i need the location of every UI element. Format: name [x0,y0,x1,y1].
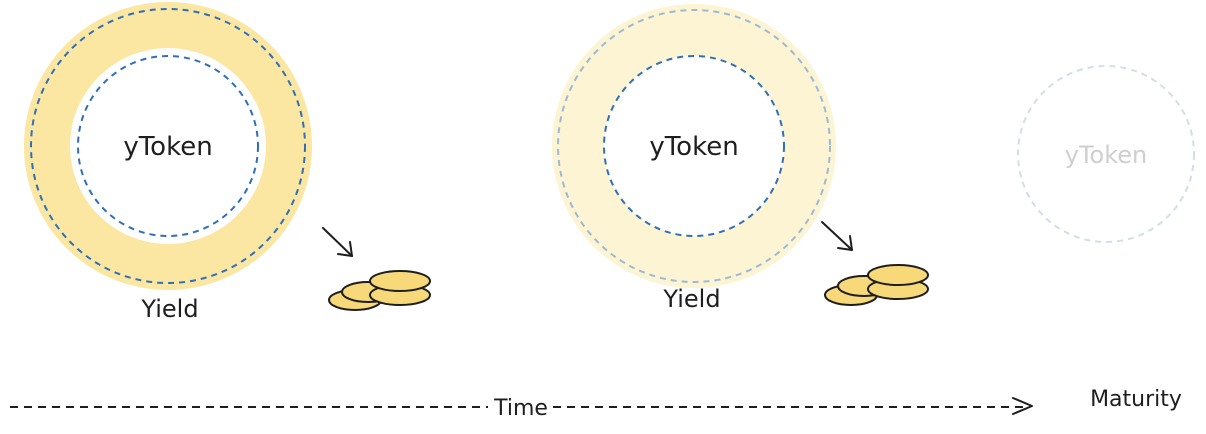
stage-2: yToken Yield [552,4,929,313]
yield-ring-partial [552,4,836,288]
token-label: yToken [123,132,212,162]
arrow-to-coins [821,221,853,251]
coin-stack-icon [328,270,431,311]
maturity-label: Maturity [1090,387,1182,412]
inner-dashed-border [603,55,785,237]
timeline: Time Maturity [10,387,1182,421]
token-label: yToken [649,132,738,162]
stage-3: yToken [1017,65,1195,243]
stage-1: yToken Yield [24,2,431,323]
inner-dashed-border [77,55,259,237]
coin-stack-icon [824,264,929,306]
arrow-to-coins [322,227,353,257]
outer-dashed-border [30,8,306,284]
yield-ring-full [24,2,312,290]
yield-label: Yield [140,295,198,323]
timeline-label: Time [493,396,548,421]
yield-label: Yield [662,285,720,313]
token-label: yToken [1065,141,1148,169]
timeline-arrowhead-icon [1012,397,1033,415]
outer-dashed-border [557,9,831,283]
faded-dashed-border [1017,65,1195,243]
